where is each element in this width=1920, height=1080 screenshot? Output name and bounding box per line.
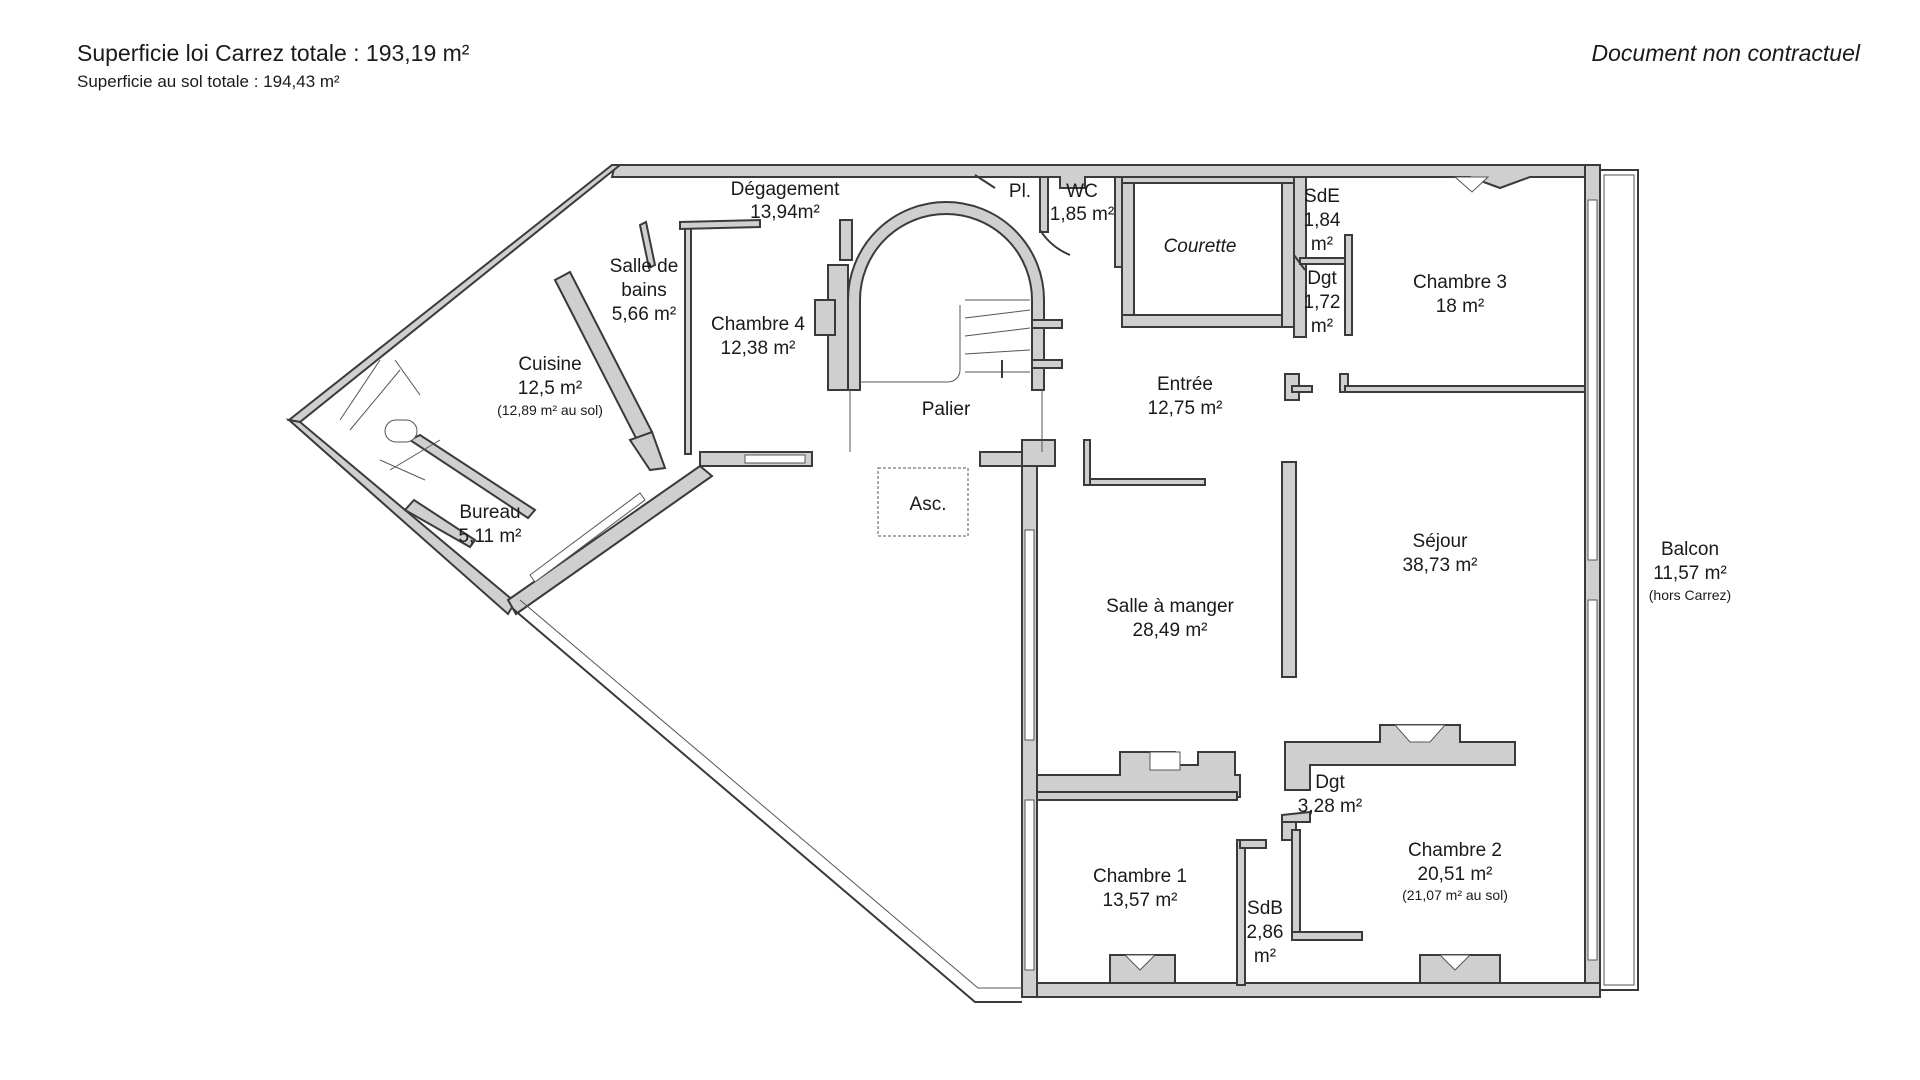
wc-name: WC [1066, 181, 1098, 202]
chambre2-note: (21,07 m² au sol) [1402, 887, 1508, 903]
room-labels: Dégagement 13,94m² Pl. WC 1,85 m² Couret… [458, 179, 1731, 967]
dgt-bottom-area: 3,28 m² [1298, 796, 1362, 817]
balcon-name: Balcon [1661, 539, 1719, 560]
dgt-bottom-name: Dgt [1315, 772, 1345, 793]
dgt-top-area2: m² [1311, 316, 1333, 337]
chambre4-area: 12,38 m² [721, 338, 796, 359]
elevator [877, 467, 969, 537]
sdb-top-area: 5,66 m² [612, 304, 676, 325]
palier-lines [849, 390, 1043, 452]
balcon-note: (hors Carrez) [1649, 587, 1731, 603]
balcon-area: 11,57 m² [1653, 563, 1727, 584]
courette-name: Courette [1164, 236, 1237, 257]
sdb-top-name2: bains [621, 280, 666, 301]
outer-walls [285, 164, 1601, 998]
fireplaces [1123, 176, 1490, 971]
sde-name: SdE [1304, 186, 1340, 207]
dgt-top-name: Dgt [1307, 268, 1337, 289]
sde-area1: 1,84 [1304, 210, 1341, 231]
salle-a-manger-name: Salle à manger [1106, 596, 1234, 617]
chambre4-name: Chambre 4 [711, 314, 805, 335]
degagement-name: Dégagement [731, 179, 841, 200]
chambre1-name: Chambre 1 [1093, 866, 1187, 887]
palier-name: Palier [922, 399, 971, 420]
chambre3-name: Chambre 3 [1413, 272, 1507, 293]
balcony-outline [1599, 169, 1639, 991]
chambre1-area: 13,57 m² [1103, 890, 1178, 911]
degagement-area: 13,94m² [750, 202, 820, 223]
sejour-area: 38,73 m² [1403, 555, 1478, 576]
entree-name: Entrée [1157, 374, 1213, 395]
floor-total: Superficie au sol totale : 194,43 m² [77, 72, 340, 91]
stair-left [339, 359, 441, 481]
interior-walls [403, 176, 1586, 986]
bureau-name: Bureau [459, 502, 520, 523]
cuisine-name: Cuisine [518, 354, 581, 375]
windows [529, 199, 1598, 971]
wc-area: 1,85 m² [1050, 204, 1114, 225]
carrez-total: Superficie loi Carrez totale : 193,19 m² [77, 40, 470, 66]
sdb-bottom-area2: m² [1254, 946, 1276, 967]
disclaimer: Document non contractuel [1591, 40, 1861, 66]
sdb-bottom-area1: 2,86 [1247, 922, 1284, 943]
chambre2-area: 20,51 m² [1418, 864, 1493, 885]
chambre3-area: 18 m² [1436, 296, 1485, 317]
terrace-outline [511, 599, 1022, 1003]
placard-name: Pl. [1009, 181, 1031, 202]
bureau-area: 5,11 m² [458, 526, 521, 547]
entree-area: 12,75 m² [1148, 398, 1223, 419]
sdb-bottom-name: SdB [1247, 898, 1283, 919]
stair-palier [860, 299, 1031, 383]
salle-a-manger-area: 28,49 m² [1133, 620, 1208, 641]
dgt-top-area1: 1,72 [1304, 292, 1341, 313]
sdb-top-name1: Salle de [610, 256, 679, 277]
sde-area2: m² [1311, 234, 1333, 255]
chambre2-name: Chambre 2 [1408, 840, 1502, 861]
door-arcs [974, 174, 1306, 271]
sejour-name: Séjour [1413, 531, 1469, 552]
cuisine-note: (12,89 m² au sol) [497, 402, 603, 418]
cuisine-area: 12,5 m² [518, 378, 582, 399]
asc-name: Asc. [910, 494, 947, 515]
